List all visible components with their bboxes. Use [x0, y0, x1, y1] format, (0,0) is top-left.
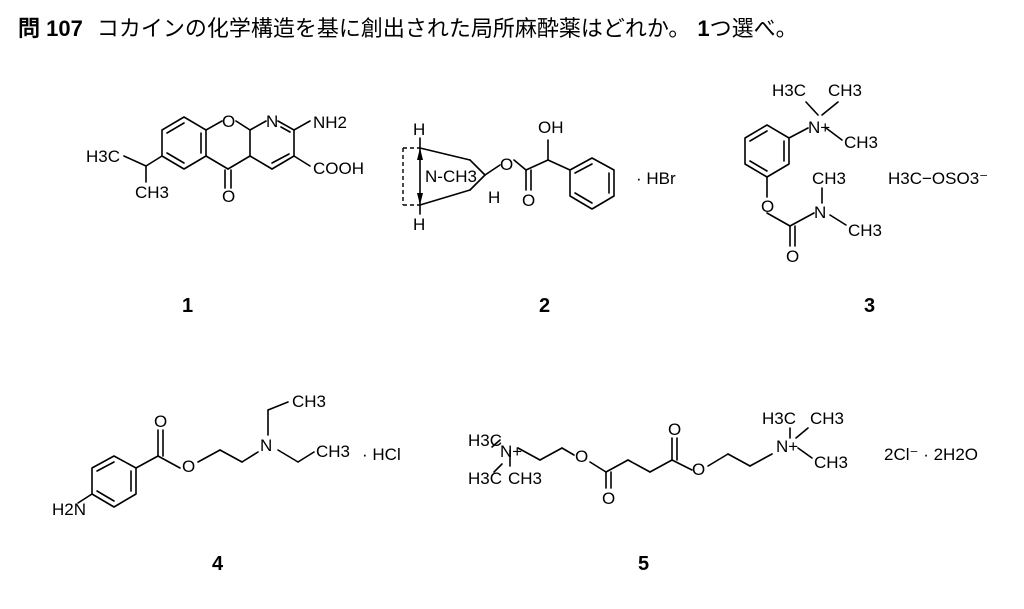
salt-label: · HCl [362, 445, 401, 464]
carbonyl-oxygen-label: O [222, 187, 235, 206]
compound-number-1: 1 [182, 295, 193, 317]
methyl-label-a: H3C [468, 431, 502, 450]
carbonyl-oxygen-label: O [786, 247, 799, 266]
question-suffix: つ選べ。 [709, 17, 798, 42]
compound-3-structure: H3C CH3 N+ CH3 CH3 N CH3 O O H3C−OSO3⁻ [744, 81, 988, 266]
salt-label: · HBr [636, 169, 676, 188]
carbamate-n-label: N [814, 203, 826, 222]
amine-n-label: N [260, 436, 272, 455]
ester-oxygen-label: O [182, 457, 195, 476]
ethyl-methyl-label-right: CH3 [316, 442, 350, 461]
carboxyl-label: COOH [313, 159, 364, 178]
ethyl-methyl-label-top: CH3 [292, 392, 326, 411]
question-number: 問 107 [18, 16, 83, 41]
ammonium-label: N+ [808, 118, 830, 137]
ester-oxygen-label-right: O [692, 460, 705, 479]
ester-oxygen-label-left: O [575, 447, 588, 466]
methyl-label-e: CH3 [810, 409, 844, 428]
compound-number-5: 5 [638, 553, 649, 575]
methyl-label-d: H3C [762, 409, 796, 428]
ring-nitrogen-label: N [266, 112, 278, 131]
methyl-label-c: CH3 [844, 133, 878, 152]
n-methyl-label: N-CH3 [425, 167, 477, 186]
carbonyl-oxygen-label-left: O [602, 489, 615, 508]
bridgehead-h-bottom: H [413, 215, 425, 234]
ammonium-label-left: N+ [500, 442, 522, 461]
methyl-label-bottom: CH3 [135, 183, 169, 202]
question-text: 問 107 コカインの化学構造を基に創出された局所麻酔薬はどれか。 1つ選べ。 [18, 14, 798, 45]
salt-label: 2Cl⁻ · 2H2O [884, 445, 978, 464]
methyl-label-c: CH3 [508, 469, 542, 488]
carbonyl-oxygen-label-right: O [668, 420, 681, 439]
ring-h-label: H [488, 188, 500, 207]
carbonyl-oxygen-label: O [154, 412, 167, 431]
amino-label: NH2 [313, 113, 347, 132]
counter-ion-label: H3C−OSO3⁻ [888, 169, 988, 188]
methyl-label-b: H3C [468, 469, 502, 488]
compound-5-structure: H3C N+ H3C CH3 O O O O H3C CH3 N+ CH3 2C… [468, 409, 978, 508]
methyl-label-e: CH3 [848, 221, 882, 240]
methyl-label-d: CH3 [812, 169, 846, 188]
compound-4-structure: H2N O O N CH3 CH3 · HCl [52, 392, 401, 519]
methyl-label-left: H3C [86, 147, 120, 166]
compound-2-structure: H H N-CH3 H O O OH · HBr [402, 118, 676, 234]
carbonyl-oxygen-label: O [522, 191, 535, 210]
compound-number-4: 4 [212, 553, 224, 575]
ester-oxygen-label: O [500, 155, 513, 174]
compound-number-3: 3 [864, 295, 875, 317]
hydroxyl-label: OH [538, 118, 564, 137]
bridgehead-h-top: H [413, 120, 425, 139]
methyl-label-b: CH3 [828, 81, 862, 100]
compound-number-2: 2 [539, 295, 550, 317]
ammonium-label-right: N+ [776, 437, 798, 456]
aryl-oxygen-label: O [761, 197, 774, 216]
methyl-label-a: H3C [772, 81, 806, 100]
ring-oxygen-label: O [222, 112, 235, 131]
answer-count: 1 [697, 16, 710, 41]
question-body: コカインの化学構造を基に創出された局所麻酔薬はどれか。 [96, 17, 691, 42]
amino-label: H2N [52, 500, 86, 519]
compound-1-structure: O N O NH2 COOH H3C CH3 [86, 112, 364, 206]
methyl-label-f: CH3 [814, 453, 848, 472]
